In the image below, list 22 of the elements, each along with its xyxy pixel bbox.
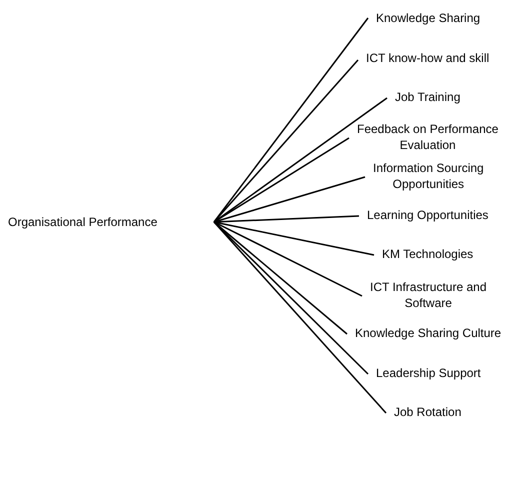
connector-line [214,137,350,223]
node-label: Knowledge Sharing Culture [355,326,502,340]
node-label: Job Training [395,90,460,104]
node-label: ICT Infrastructure and Software [370,280,486,310]
node-label: Job Rotation [394,405,462,419]
node-label: Knowledge Sharing [376,11,480,25]
connector-line [214,176,366,223]
connector-line [214,97,388,223]
connector-line [214,221,362,297]
node-label: KM Technologies [382,247,474,261]
connector-line [213,18,369,222]
connector-line [214,221,374,256]
connector-line [213,221,369,375]
connector-line [213,60,359,222]
node-label: Leadership Support [376,366,481,380]
node-label: Organisational Performance [8,215,158,229]
connector-line [213,222,387,414]
connector-line [214,215,360,223]
node-label: Information Sourcing Opportunities [373,161,484,191]
node-label: Feedback on Performance Evaluation [357,122,498,152]
node-label: ICT know-how and skill [366,51,490,65]
node-label: Learning Opportunities [367,208,488,222]
